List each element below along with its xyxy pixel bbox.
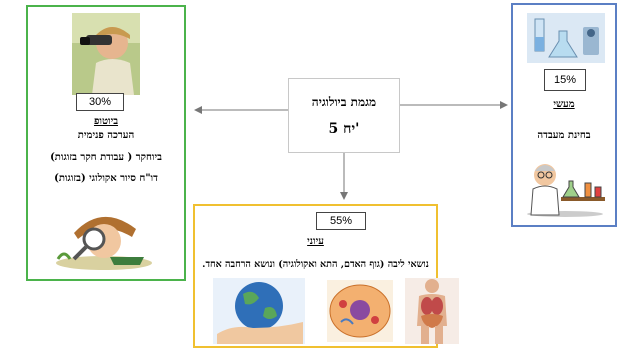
lab-flask-image [527,13,605,63]
bottom-line1: נושאי ליבה (גוף האדם, התא ואקולוגיה) ונו… [202,259,429,270]
left-line3: דו"ח סיור אקולוגי (בזוגות) [54,173,158,184]
left-heading: ביוטופ [93,116,119,127]
human-anatomy-image [405,278,459,344]
boy-binoculars-image [72,13,140,95]
theory-box: 55% עיוני נושאי ליבה (גוף האדם, התא ואקו… [193,204,459,348]
earth-in-hand-image [213,278,305,344]
center-title: מגמת ביולוגיה [311,95,377,109]
right-line1: בחינת מעבדה [537,130,591,141]
scientist-image [527,164,605,217]
right-percent: 15% [544,69,586,91]
center-grade: 5 יח' [328,121,360,137]
left-line2: ביוחקר ( עבודת חקר בזוגות) [50,152,162,163]
practical-box: 15% מעשי בחינת מעבדה [511,3,617,227]
left-line1: הערכה פנימית [77,130,135,141]
bottom-percent: 55% [316,212,366,230]
center-title-box: מגמת ביולוגיה 5 יח' [288,78,400,153]
bottom-heading: עיוני [307,236,324,247]
cell-image [327,280,393,342]
right-heading: מעשי [553,99,575,110]
left-percent: 30% [76,93,124,111]
boy-magnifier-image [56,216,152,270]
biotope-box: 30% ביוטופ הערכה פנימית ביוחקר ( עבודת ח… [26,5,186,281]
